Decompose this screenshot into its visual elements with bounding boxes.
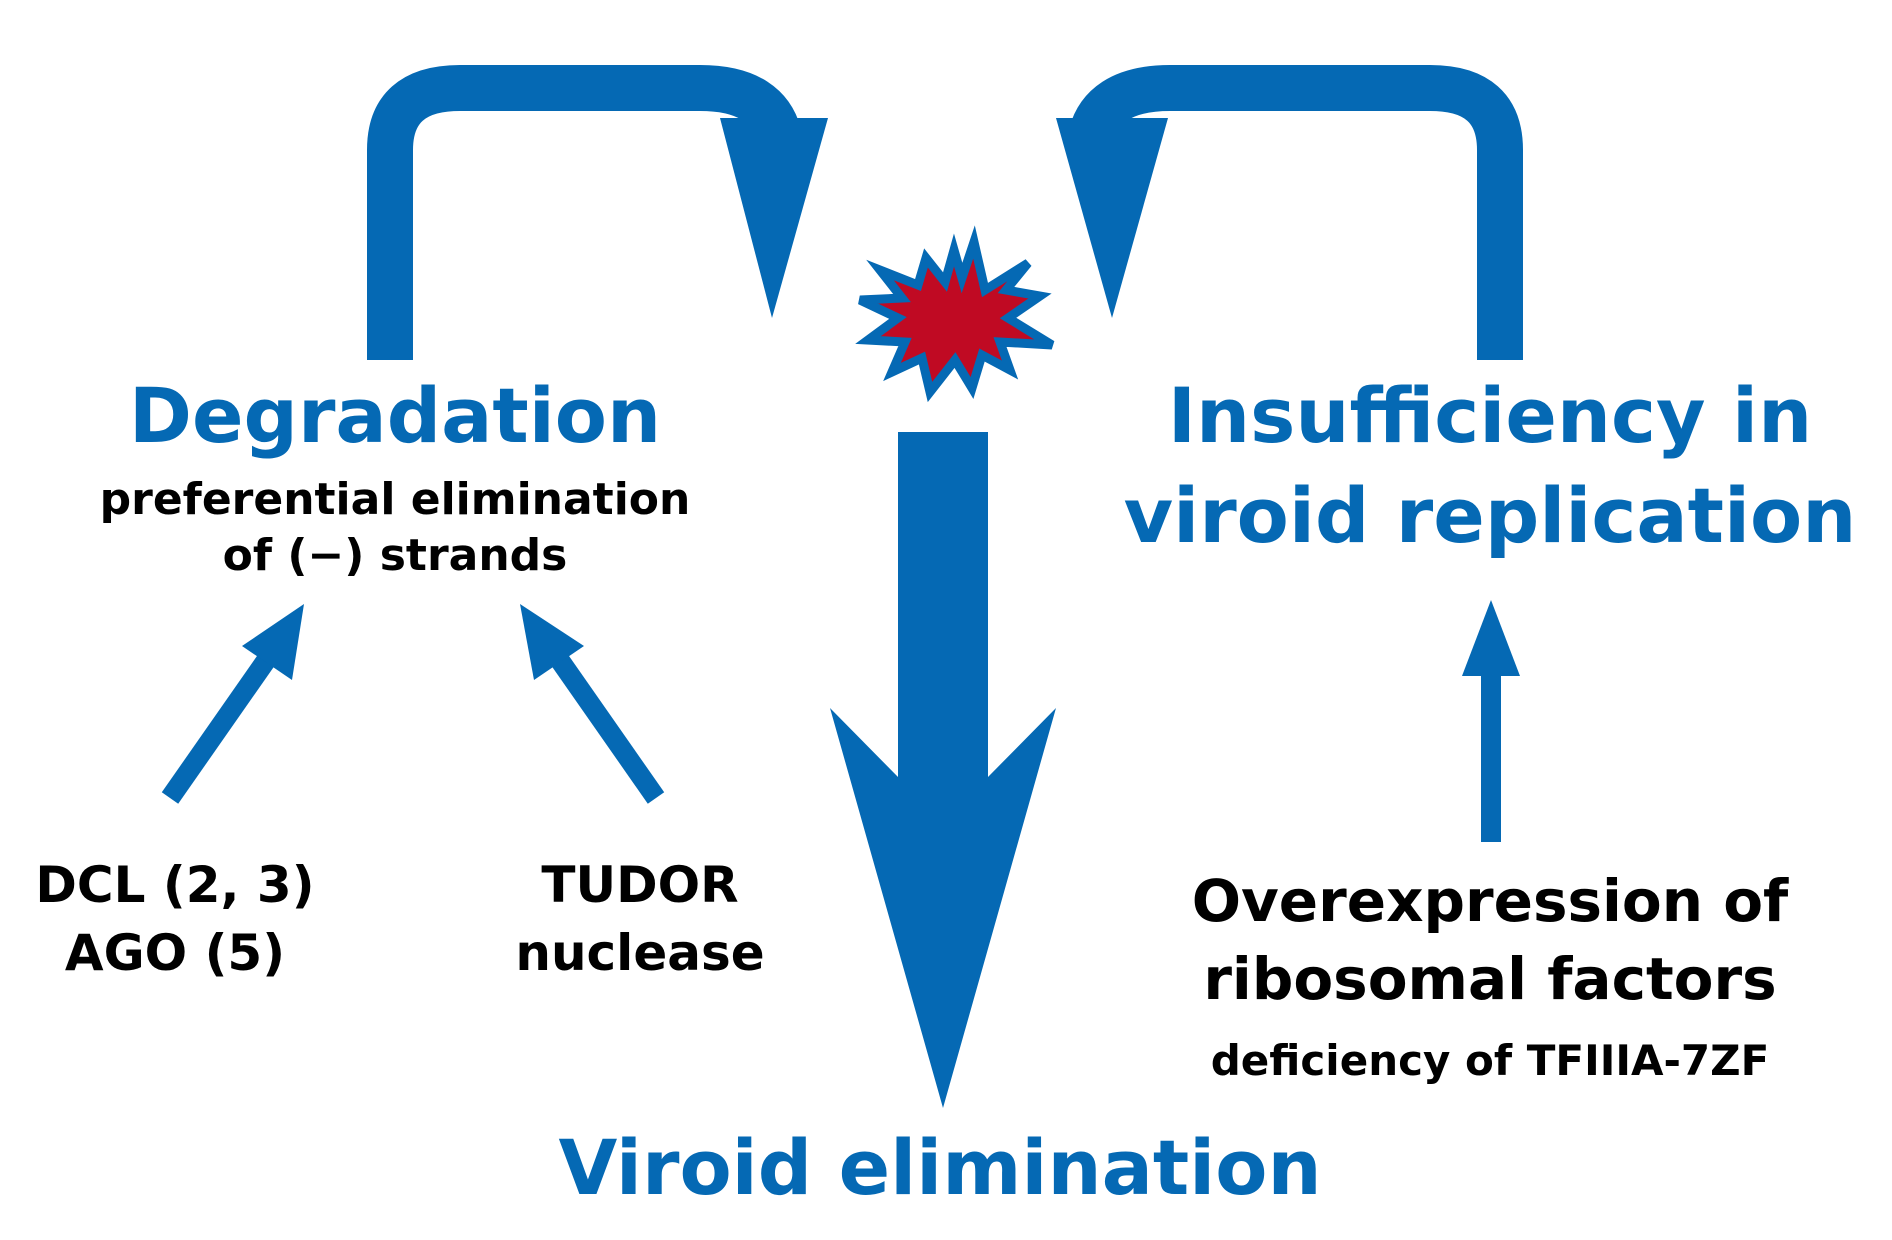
left-curved-arrow — [367, 65, 828, 360]
degradation-title: Degradation — [128, 371, 662, 460]
tudor-label: TUDOR — [541, 856, 739, 914]
degradation-subtitle-line1: preferential elimination — [99, 474, 691, 525]
dcl-label: DCL (2, 3) — [35, 856, 315, 914]
right-curved-arrow — [1056, 65, 1523, 360]
ago-label: AGO (5) — [64, 924, 286, 982]
central-down-arrow — [830, 432, 1056, 1108]
nuclease-label: nuclease — [515, 924, 765, 982]
degradation-subtitle-line2: of (−) strands — [222, 530, 568, 581]
tudor-arrow — [520, 604, 665, 804]
overexpression-arrow — [1462, 600, 1520, 842]
dcl-ago-arrow — [161, 604, 304, 804]
insufficiency-title-line1: Insufficiency in — [1167, 371, 1813, 460]
viroid-elimination-title: Viroid elimination — [558, 1123, 1322, 1212]
overexpression-line1: Overexpression of — [1191, 867, 1789, 935]
overexpression-line2: ribosomal factors — [1203, 945, 1777, 1013]
overexpression-sub: deficiency of TFIIIA-7ZF — [1210, 1036, 1770, 1085]
explosion-icon — [855, 225, 1055, 403]
insufficiency-title-line2: viroid replication — [1123, 471, 1857, 560]
